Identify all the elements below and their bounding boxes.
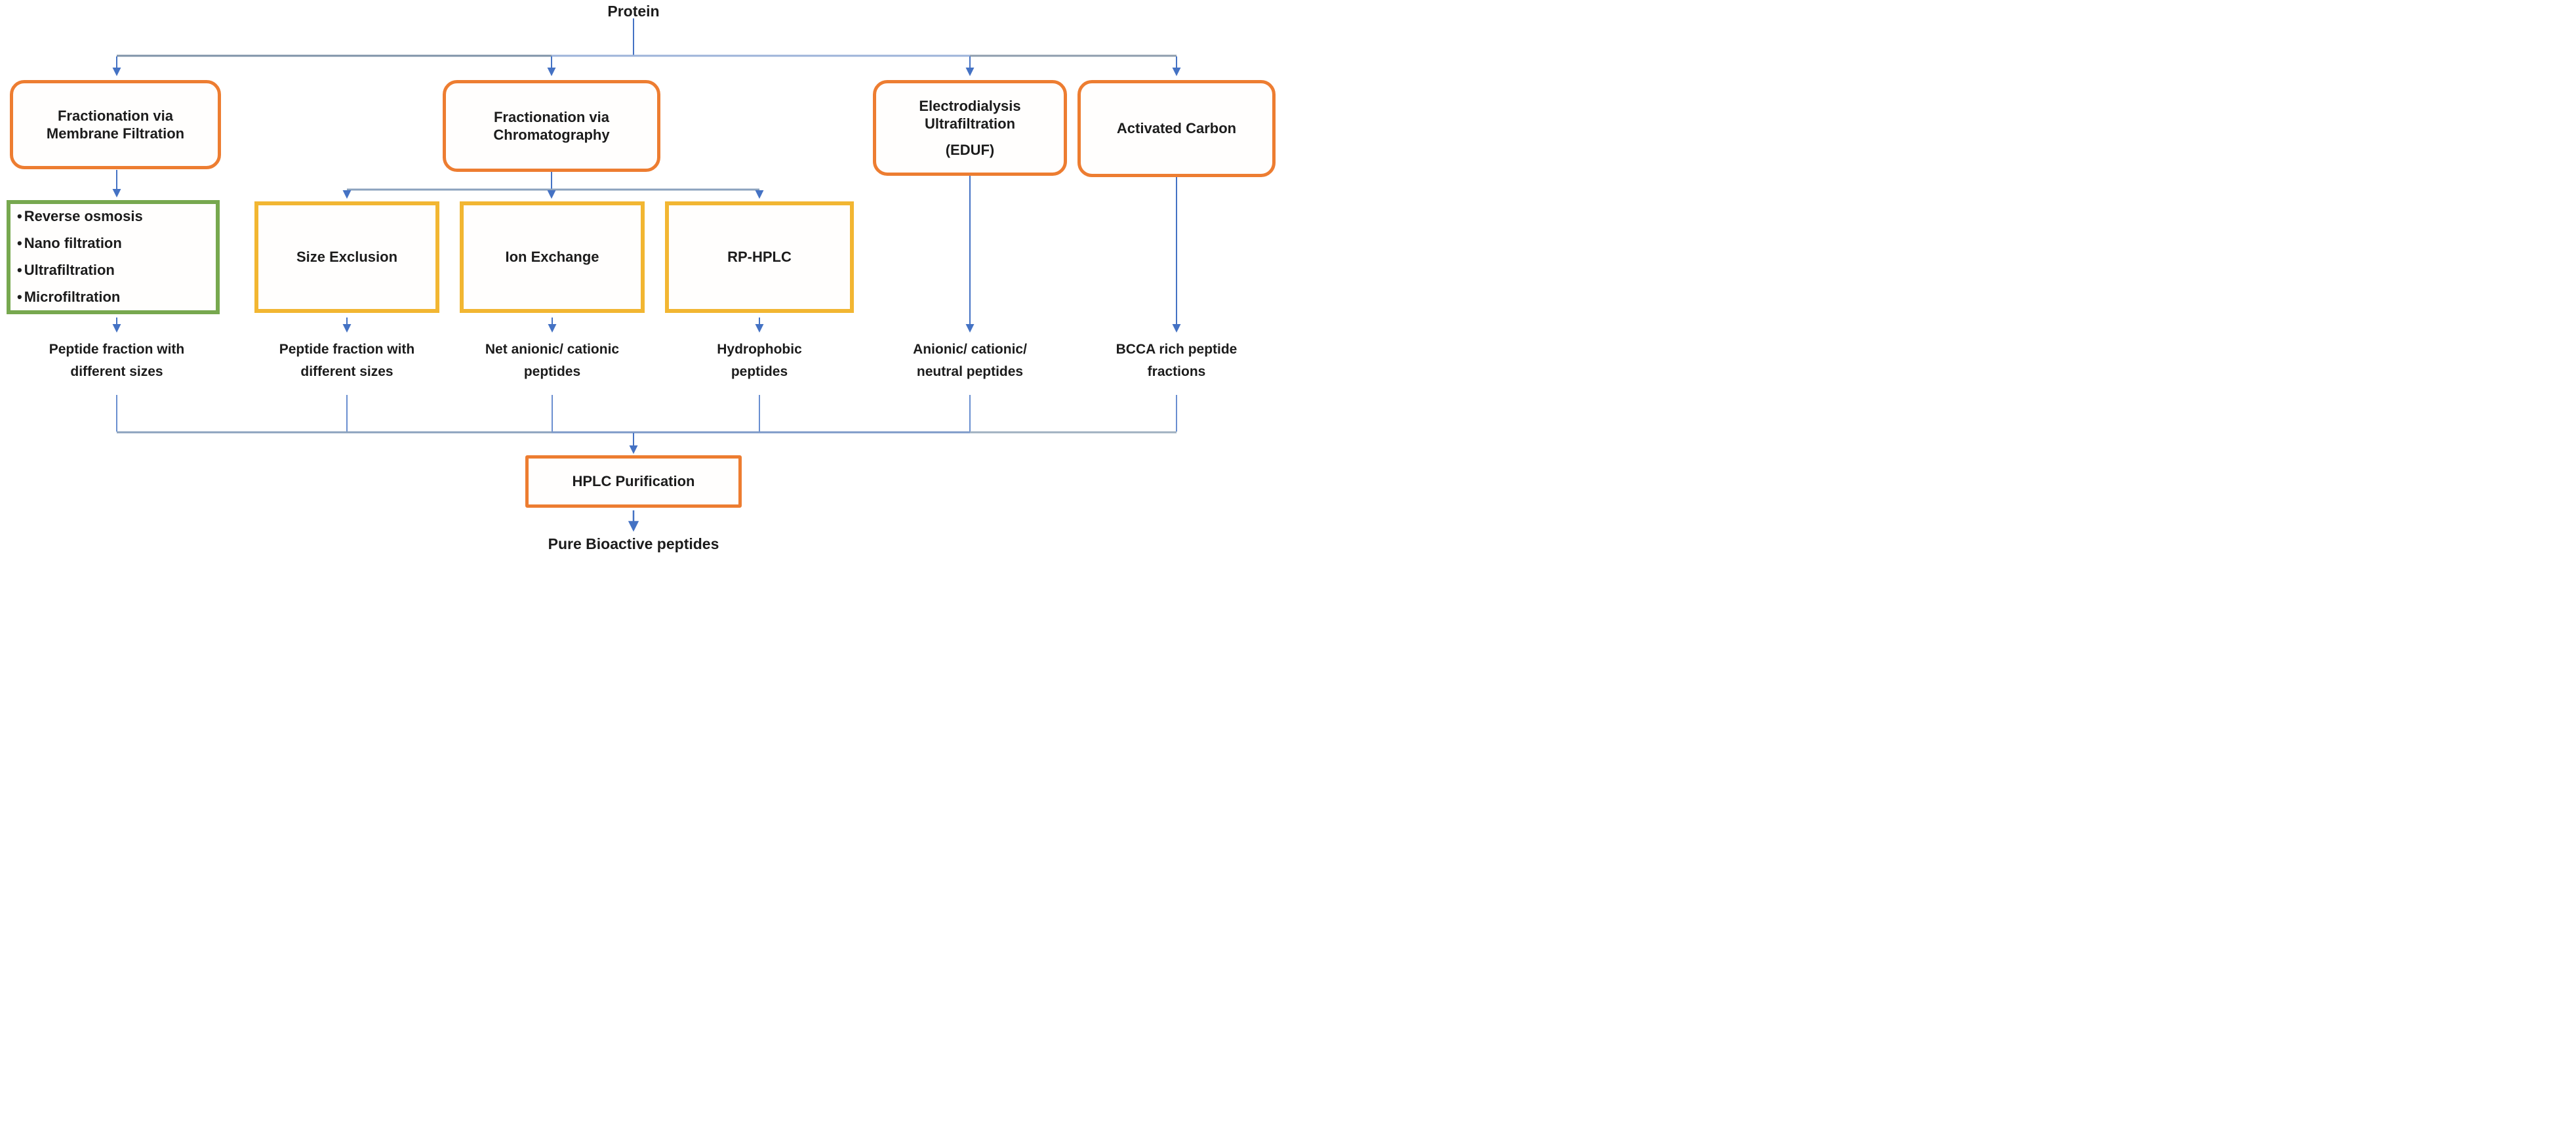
output-eduf-line1: Anionic/ cationic/ bbox=[913, 342, 1027, 357]
node-hplc-purification-label: HPLC Purification bbox=[572, 473, 695, 490]
output-size-exclusion-line1: Peptide fraction with bbox=[279, 342, 415, 357]
node-eduf-line2: Ultrafiltration bbox=[924, 115, 1016, 133]
output-membrane-line1: Peptide fraction with bbox=[49, 342, 185, 357]
node-ion-exchange: Ion Exchange bbox=[460, 201, 645, 313]
output-hydrophobic-line1: Hydrophobic bbox=[717, 342, 802, 357]
collector-stems bbox=[116, 395, 1177, 432]
node-chromatography: Fractionation via Chromatography bbox=[443, 80, 660, 172]
root-node-protein: Protein bbox=[607, 3, 660, 20]
node-size-exclusion-label: Size Exclusion bbox=[296, 249, 398, 266]
node-hplc-purification: HPLC Purification bbox=[525, 455, 742, 508]
node-membrane-filtration-line1: Fractionation via bbox=[57, 107, 174, 124]
output-ion-exchange-line2: peptides bbox=[523, 363, 581, 379]
node-eduf-line1: Electrodialysis bbox=[919, 97, 1021, 114]
node-membrane-techniques-list: Reverse osmosis Nano filtration Ultrafil… bbox=[7, 200, 220, 314]
node-rp-hplc-label: RP-HPLC bbox=[727, 249, 792, 266]
technique-ultrafiltration: Ultrafiltration bbox=[17, 257, 143, 284]
final-node-pure-bioactive-peptides: Pure Bioactive peptides bbox=[548, 535, 719, 552]
output-ion-exchange-line1: Net anionic/ cationic bbox=[485, 342, 620, 357]
node-chromatography-line1: Fractionation via bbox=[493, 108, 610, 125]
chromatography-fanout bbox=[342, 172, 764, 199]
level1-arrows bbox=[112, 56, 1181, 76]
node-membrane-filtration-line2: Membrane Filtration bbox=[46, 125, 185, 142]
technique-microfiltration: Microfiltration bbox=[17, 284, 143, 311]
node-eduf: Electrodialysis Ultrafiltration (EDUF) bbox=[873, 80, 1067, 176]
output-eduf-peptides: Anionic/ cationic/ neutral peptides bbox=[890, 338, 1050, 382]
node-chromatography-line2: Chromatography bbox=[493, 127, 610, 143]
output-bcca-line1: BCCA rich peptide bbox=[1116, 342, 1238, 357]
node-activated-carbon: Activated Carbon bbox=[1077, 80, 1276, 177]
technique-nano-filtration: Nano filtration bbox=[17, 230, 143, 257]
node-rp-hplc: RP-HPLC bbox=[665, 201, 854, 313]
node-eduf-abbreviation: (EDUF) bbox=[945, 141, 995, 158]
technique-reverse-osmosis: Reverse osmosis bbox=[17, 203, 143, 230]
output-hydrophobic-line2: peptides bbox=[731, 363, 788, 379]
flowchart-canvas: Protein Fractionation via Membrane Filtr… bbox=[0, 0, 1288, 574]
output-membrane-line2: different sizes bbox=[70, 363, 163, 379]
membrane-techniques: Reverse osmosis Nano filtration Ultrafil… bbox=[10, 203, 147, 311]
output-arrows bbox=[112, 318, 764, 333]
node-activated-carbon-label: Activated Carbon bbox=[1116, 120, 1237, 137]
output-bcca-fractions: BCCA rich peptide fractions bbox=[1097, 338, 1257, 382]
output-ion-exchange-peptides: Net anionic/ cationic peptides bbox=[472, 338, 632, 382]
output-bcca-line2: fractions bbox=[1147, 363, 1206, 379]
output-eduf-line2: neutral peptides bbox=[916, 363, 1024, 379]
node-ion-exchange-label: Ion Exchange bbox=[505, 249, 599, 266]
output-hydrophobic-peptides: Hydrophobic peptides bbox=[687, 338, 832, 382]
node-membrane-filtration: Fractionation via Membrane Filtration bbox=[10, 80, 221, 169]
output-size-exclusion-peptide-fractions: Peptide fraction with different sizes bbox=[267, 338, 427, 382]
output-membrane-peptide-fractions: Peptide fraction with different sizes bbox=[37, 338, 197, 382]
node-size-exclusion: Size Exclusion bbox=[254, 201, 439, 313]
output-size-exclusion-line2: different sizes bbox=[300, 363, 393, 379]
